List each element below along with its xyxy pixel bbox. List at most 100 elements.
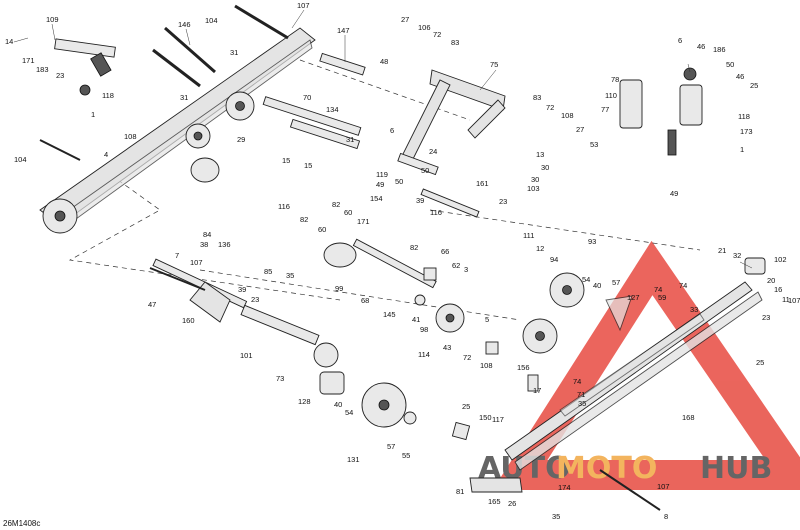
- callout-label: 85: [264, 267, 272, 276]
- callout-label: 93: [588, 237, 596, 246]
- callout-label: 46: [697, 42, 705, 51]
- callout-label: 23: [499, 197, 507, 206]
- callout-label: 72: [433, 30, 441, 39]
- callout-label: 29: [237, 135, 245, 144]
- callout-label: 57: [387, 442, 395, 451]
- figure-reference-code: 26M1408c: [3, 519, 40, 528]
- callout-label: 83: [533, 93, 541, 102]
- callout-label: 38: [200, 240, 208, 249]
- callout-label: 72: [546, 103, 554, 112]
- callout-label: 75: [490, 60, 498, 69]
- bracket-160: [149, 267, 231, 323]
- callout-label: 78: [611, 75, 619, 84]
- left-rail: [39, 27, 316, 234]
- callout-label: 171: [357, 217, 370, 226]
- callout-label: 60: [318, 225, 326, 234]
- callout-label: 40: [593, 281, 601, 290]
- callout-labels: 14 109 171 183 23 118 1 108 4 104 146 31…: [5, 1, 800, 521]
- callout-label: 83: [451, 38, 459, 47]
- callout-label: 4: [104, 150, 108, 159]
- callout-label: 15: [282, 156, 290, 165]
- callout-label: 118: [738, 112, 750, 121]
- callout-label: 50: [421, 166, 429, 175]
- callout-label: 17: [533, 386, 541, 395]
- torsion-spring: [190, 157, 357, 268]
- callout-label: 5: [485, 315, 489, 324]
- callout-label: 40: [334, 400, 342, 409]
- callout-label: 136: [218, 240, 231, 249]
- callout-label: 111: [523, 231, 534, 240]
- callout-label: 39: [238, 285, 246, 294]
- callout-label: 104: [205, 16, 218, 25]
- callout-label: 108: [561, 111, 574, 120]
- callout-label: 106: [418, 23, 431, 32]
- callout-label: 60: [344, 208, 352, 217]
- callout-label: 82: [332, 200, 340, 209]
- callout-label: 30: [531, 175, 539, 184]
- callout-label: 77: [601, 105, 609, 114]
- callout-label: 54: [582, 275, 590, 284]
- callout-label: 108: [480, 361, 493, 370]
- callout-label: 117: [492, 415, 504, 424]
- callout-label: 116: [278, 202, 290, 211]
- callout-label: 107: [190, 258, 203, 267]
- callout-label: 72: [463, 353, 471, 362]
- callout-label: 35: [578, 399, 586, 408]
- fasteners: [403, 267, 661, 511]
- callout-label: 25: [756, 358, 764, 367]
- callout-label: 116: [430, 208, 442, 217]
- callout-label: 146: [178, 20, 191, 29]
- callout-label: 13: [536, 150, 544, 159]
- watermark-text-moto: MOTO: [556, 451, 657, 486]
- callout-label: 23: [762, 313, 770, 322]
- callout-label: 11: [782, 295, 790, 304]
- callout-label: 43: [443, 343, 451, 352]
- callout-label: 99: [335, 284, 343, 293]
- callout-label: 59: [658, 293, 666, 302]
- callout-label: 54: [345, 408, 353, 417]
- callout-label: 62: [452, 261, 460, 270]
- callout-label: 27: [576, 125, 584, 134]
- callout-label: 35: [552, 512, 560, 521]
- callout-label: 32: [733, 251, 741, 260]
- callout-label: 15: [304, 161, 312, 170]
- callout-label: 156: [517, 363, 530, 372]
- callout-label: 186: [713, 45, 726, 54]
- callout-label: 6: [390, 126, 394, 135]
- callout-label: 94: [550, 255, 558, 264]
- callout-label: 74: [573, 377, 581, 386]
- callout-label: 118: [102, 91, 114, 100]
- callout-label: 107: [657, 482, 670, 491]
- callout-label: 7: [175, 251, 179, 260]
- callout-label: 1: [740, 145, 744, 154]
- callout-label: 114: [418, 350, 430, 359]
- callout-label: 23: [56, 71, 64, 80]
- callout-label: 154: [370, 194, 383, 203]
- callout-label: 26: [508, 499, 516, 508]
- callout-label: 46: [736, 72, 744, 81]
- callout-label: 16: [774, 285, 782, 294]
- callout-label: 82: [300, 215, 308, 224]
- callout-label: 101: [240, 351, 253, 360]
- callout-label: 33: [690, 305, 698, 314]
- front-shock: [54, 38, 116, 96]
- callout-label: 104: [14, 155, 27, 164]
- right-rail: [469, 257, 766, 493]
- rear-arm: [397, 69, 506, 176]
- callout-label: 161: [476, 179, 489, 188]
- callout-label: 3: [464, 265, 468, 274]
- callout-label: 107: [297, 1, 310, 10]
- callout-label: 39: [416, 196, 424, 205]
- callout-label: 24: [429, 147, 437, 156]
- callout-label: 70: [303, 93, 311, 102]
- callout-label: 168: [682, 413, 695, 422]
- callout-label: 41: [412, 315, 420, 324]
- callout-label: 82: [410, 243, 418, 252]
- callout-label: 109: [46, 15, 59, 24]
- callout-label: 48: [380, 57, 388, 66]
- callout-label: 47: [148, 300, 156, 309]
- callout-label: 74: [654, 285, 662, 294]
- watermark-text-hub: HUB: [700, 451, 772, 486]
- callout-label: 50: [726, 60, 734, 69]
